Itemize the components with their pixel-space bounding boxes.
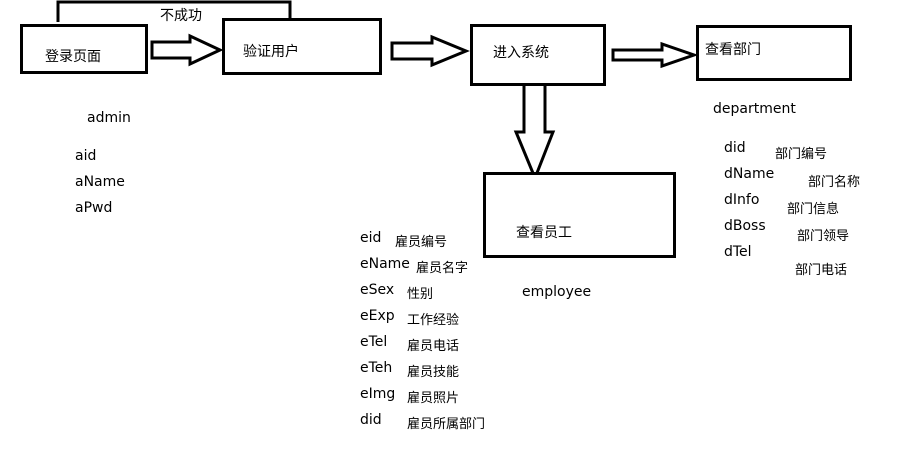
node-emp-label: 查看员工	[516, 225, 572, 241]
department-field: dTel	[724, 244, 752, 260]
arrow-enter-to-emp	[513, 82, 556, 183]
department-field: dBoss	[724, 218, 766, 234]
department-comment: 部门信息	[787, 202, 840, 217]
node-login-label: 登录页面	[45, 49, 101, 65]
employee-comment: 雇员电话	[407, 339, 460, 354]
department-comment: 部门名称	[808, 175, 861, 190]
arrow-verify-to-enter	[390, 34, 470, 68]
employee-field: eSex	[360, 282, 395, 298]
arrow-login-to-verify	[150, 33, 224, 67]
employee-table-name: employee	[522, 284, 592, 300]
employee-comment: 雇员照片	[407, 391, 460, 406]
department-comment: 部门电话	[795, 263, 848, 278]
employee-comment: 雇员编号	[395, 235, 448, 250]
admin-field: aPwd	[75, 200, 113, 216]
department-field: did	[724, 140, 746, 156]
node-enter: 进入系统	[470, 24, 606, 86]
fail-loop-line	[56, 0, 292, 22]
admin-field: aName	[75, 174, 125, 190]
employee-field: eid	[360, 230, 382, 246]
node-dept-label: 查看部门	[705, 42, 761, 58]
department-field: dInfo	[724, 192, 760, 208]
node-login: 登录页面	[20, 24, 148, 74]
node-enter-label: 进入系统	[493, 45, 549, 61]
department-field: dName	[724, 166, 775, 182]
employee-comment: 雇员名字	[416, 261, 469, 276]
node-verify: 验证用户	[222, 18, 382, 75]
employee-comment: 工作经验	[407, 313, 460, 328]
node-verify-label: 验证用户	[243, 44, 299, 60]
arrow-enter-to-dept	[611, 41, 699, 69]
employee-field: eTeh	[360, 360, 393, 376]
employee-comment: 雇员技能	[407, 365, 460, 380]
department-table-name: department	[713, 101, 796, 117]
employee-field: eExp	[360, 308, 395, 324]
employee-field: eTel	[360, 334, 388, 350]
employee-field: did	[360, 412, 382, 428]
node-emp: 查看员工	[483, 172, 676, 258]
edge-fail-label: 不成功	[160, 8, 202, 24]
admin-table-name: admin	[87, 110, 131, 126]
employee-comment: 雇员所属部门	[407, 417, 486, 432]
admin-field: aid	[75, 148, 97, 164]
employee-comment: 性别	[407, 287, 434, 302]
department-comment: 部门领导	[797, 229, 850, 244]
node-dept: 查看部门	[696, 25, 852, 81]
department-comment: 部门编号	[775, 147, 828, 162]
employee-field: eImg	[360, 386, 396, 402]
employee-field: eName	[360, 256, 410, 272]
